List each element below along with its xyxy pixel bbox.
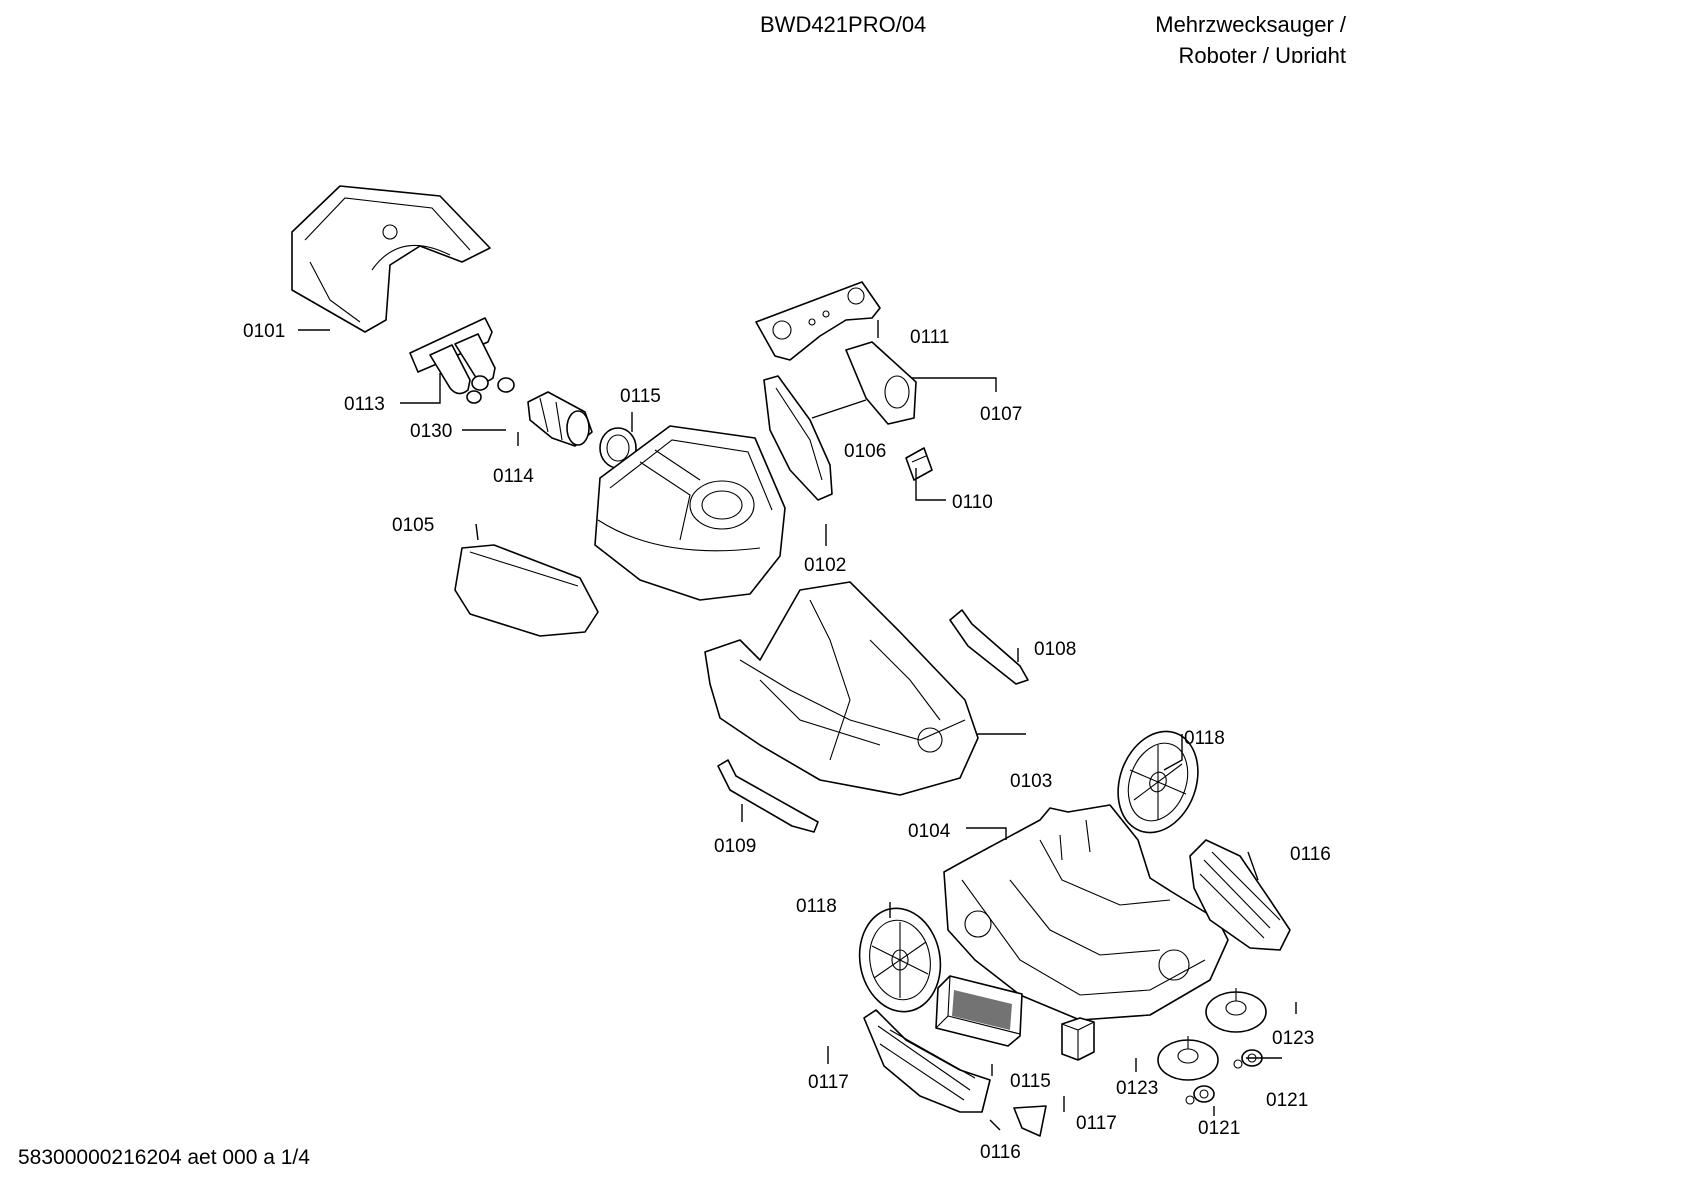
part-0109-cable-guide [717,759,819,833]
category-line-1: Mehrzwecksauger / [1155,12,1346,37]
callout-0101: 0101 [243,321,285,342]
model-number: BWD421PRO/04 [760,12,927,37]
callout-0113: 0113 [344,394,385,415]
callout-labels: 0101 0113 0130 0114 0115 0111 0107 0106 … [243,321,1331,1163]
leader-lines [298,320,1297,1131]
part-0110-clip [905,447,933,481]
callout-0130: 0130 [410,421,452,442]
callout-0106: 0106 [844,441,886,462]
part-0102-upper-housing [594,425,786,601]
part-0117-small-tab [1013,1105,1047,1137]
part-0107-handle-socket [845,341,917,425]
category-line-2: Roboter / Upright [1178,43,1346,63]
callout-0110: 0110 [952,492,993,513]
callout-0121-right: 0121 [1266,1090,1308,1111]
part-0121-small-wheel-left [1185,1085,1215,1105]
part-0118-wheel-lower [858,907,942,1013]
callout-0114: 0114 [493,466,534,487]
part-0105-front-panel [454,544,599,637]
callout-0111: 0111 [910,327,949,348]
part-0108-cable-guide [949,609,1029,685]
part-0115-filter [935,975,1023,1047]
part-0113-filter-holder [409,317,515,404]
callout-0121-left: 0121 [1198,1118,1240,1139]
callout-0104: 0104 [908,821,951,842]
callout-0116-upper: 0116 [1290,844,1331,865]
part-0103-base-chassis [704,581,979,796]
part-0104-lower-chassis [943,804,1229,1021]
callout-0118-lower: 0118 [796,896,837,917]
callout-0109: 0109 [714,836,756,857]
part-0111-control-panel [755,281,881,361]
callout-0107: 0107 [980,404,1022,425]
callout-0116-lower: 0116 [980,1142,1021,1163]
part-0123-pulley-lower [1157,1036,1219,1081]
part-0117-grille-left [863,1009,991,1113]
document-reference: 58300000216204 aet 000 a 1/4 [18,1146,310,1169]
callout-0115-lower: 0115 [1010,1071,1051,1092]
callout-0117-left: 0117 [808,1072,849,1093]
part-0114-hose-connector [527,391,593,447]
callout-0117-right: 0117 [1076,1113,1117,1134]
callout-0103: 0103 [1010,771,1052,792]
callout-0105: 0105 [392,515,434,536]
callout-0118-upper: 0118 [1184,728,1225,749]
callout-0123-lower: 0123 [1116,1078,1158,1099]
callout-0123-upper: 0123 [1272,1028,1314,1049]
part-0101-lid [291,185,491,333]
part-small-block [1061,1017,1095,1061]
callout-0108: 0108 [1034,639,1076,660]
part-0123-pulley-upper [1205,988,1267,1033]
part-0118-wheel-upper [1117,730,1199,834]
callout-0115-upper: 0115 [620,386,661,407]
part-0121-small-wheel-right [1233,1049,1263,1069]
part-0116-grille-right [1189,839,1291,951]
part-0106-side-cover [763,375,833,501]
callout-0102: 0102 [804,555,846,576]
